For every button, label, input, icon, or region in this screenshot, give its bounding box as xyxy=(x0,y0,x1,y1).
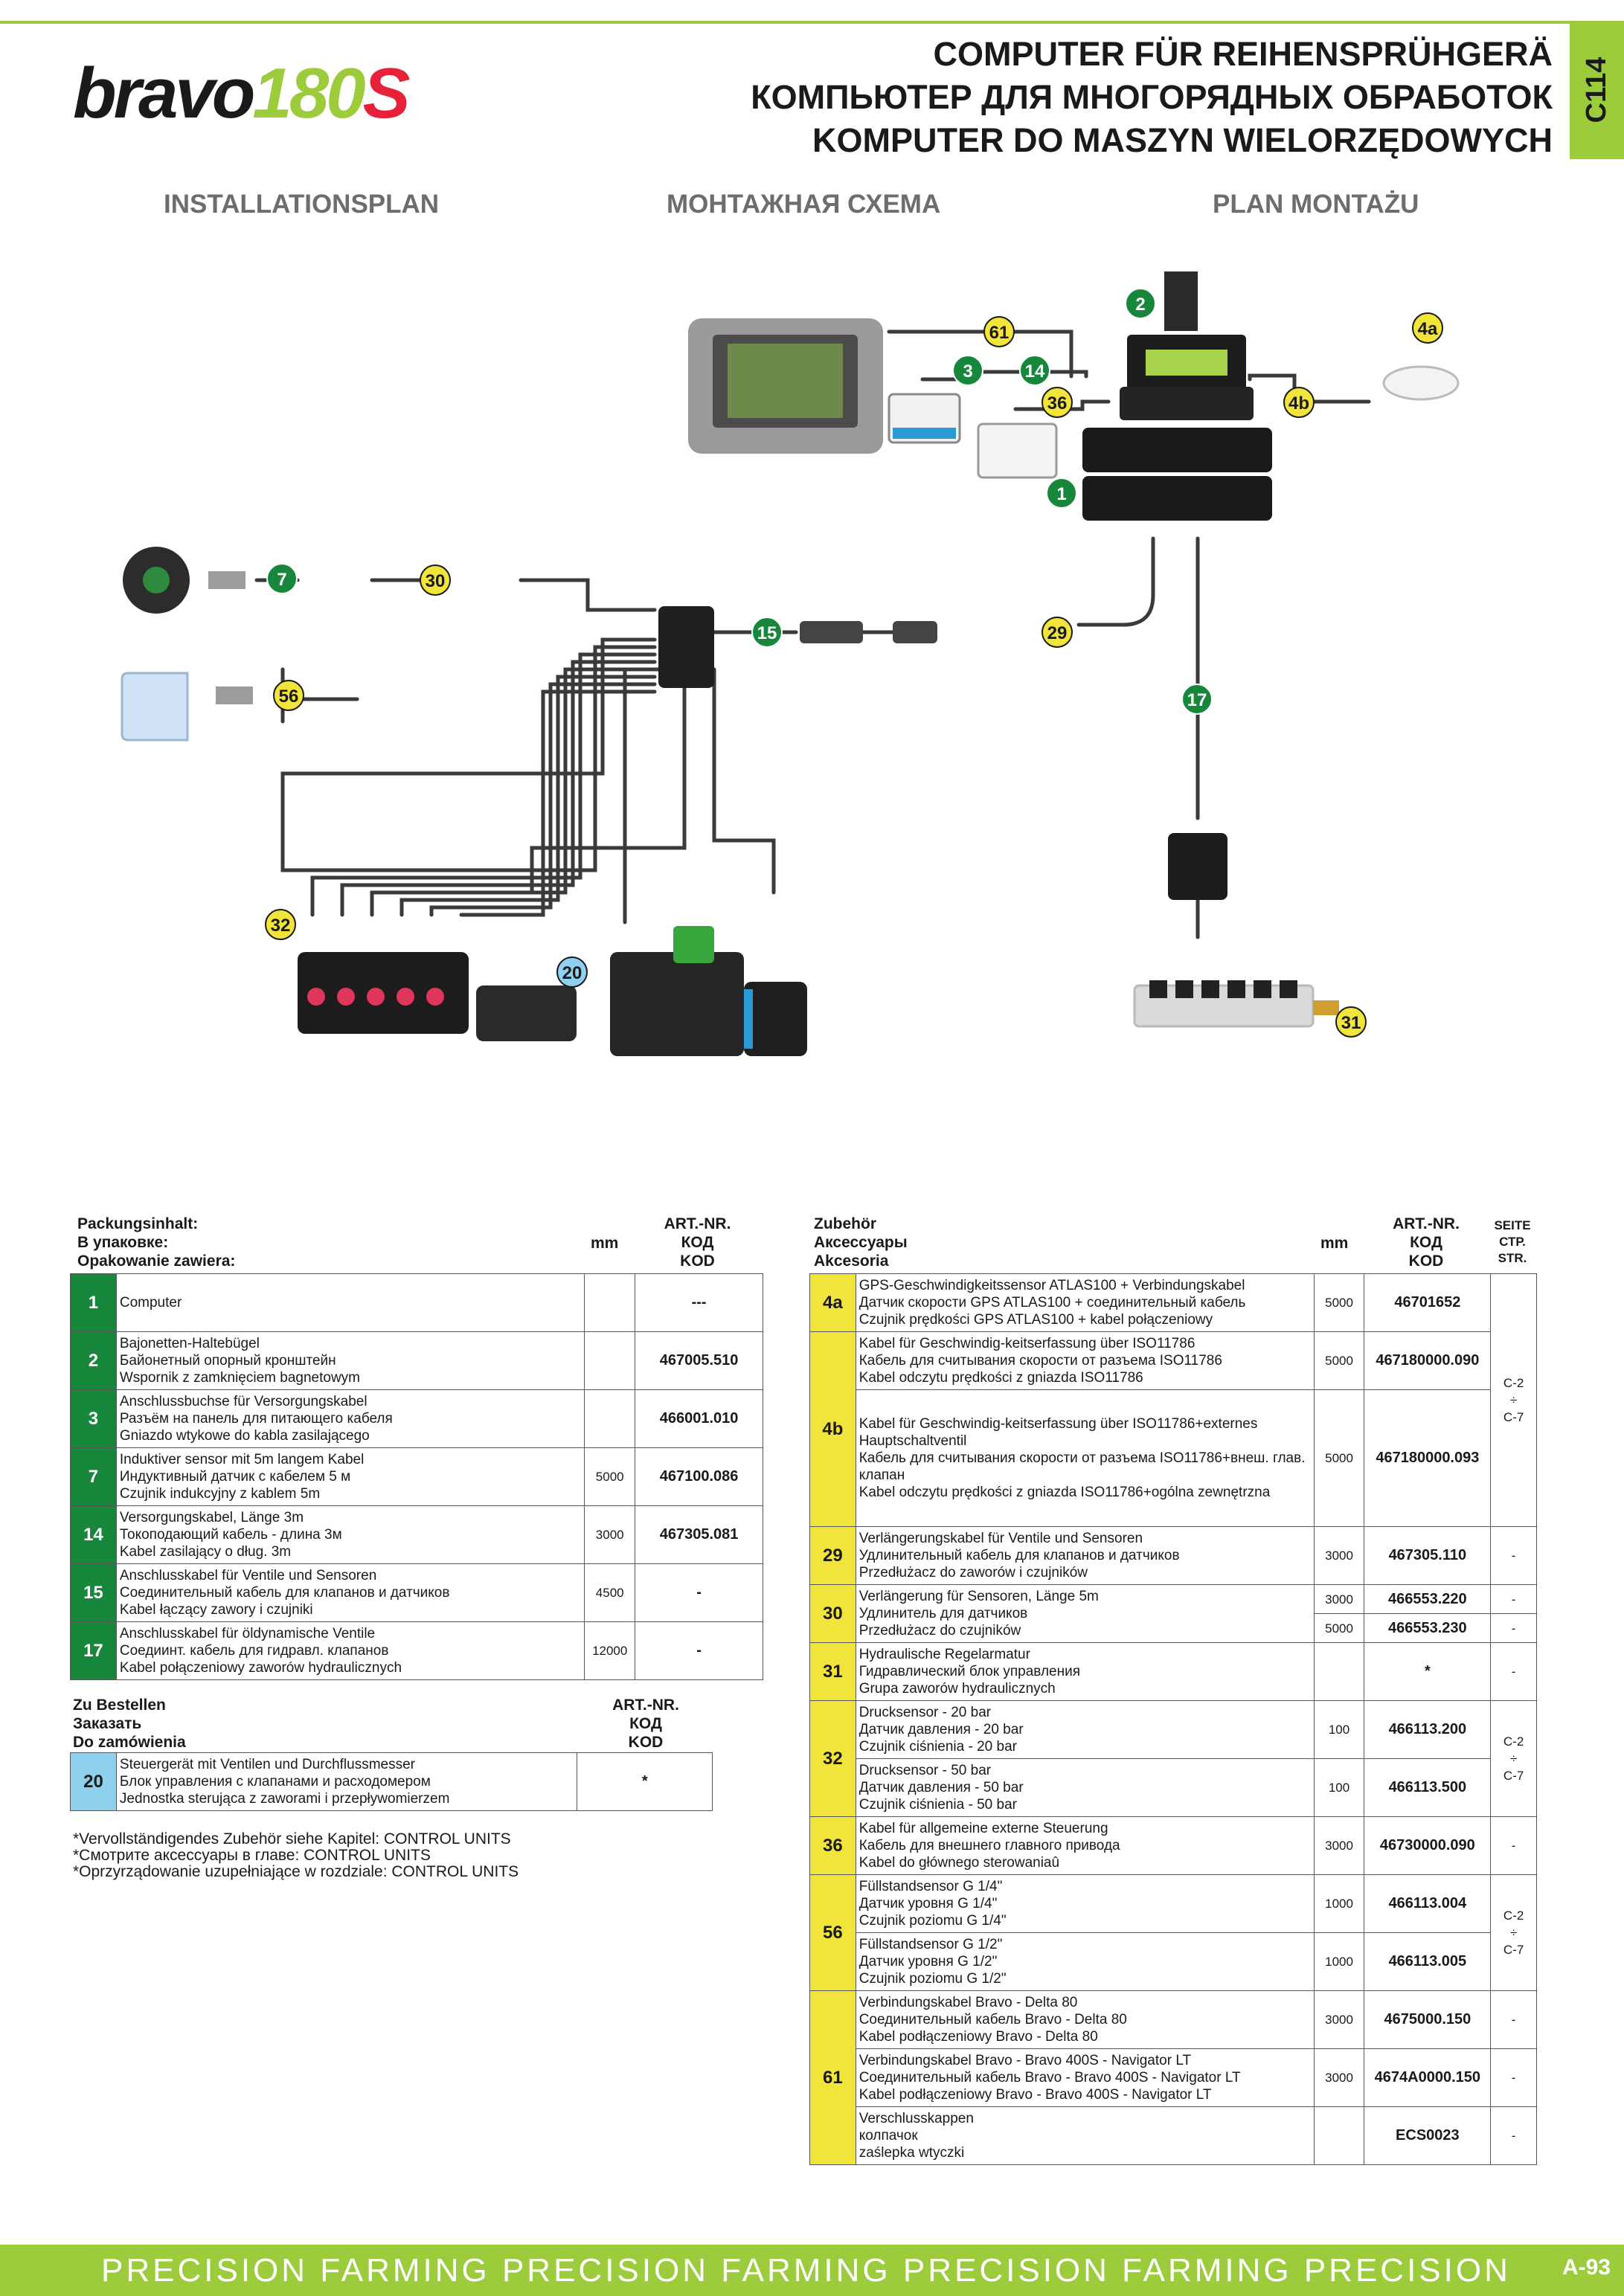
callout-17: 17 xyxy=(1181,684,1213,715)
title-ru: КОМПЬЮТЕР ДЛЯ МНОГОРЯДНЫХ ОБРАБОТОК xyxy=(751,78,1553,116)
callout-30: 30 xyxy=(420,565,451,596)
callout-36: 36 xyxy=(1042,387,1073,418)
gps-antenna xyxy=(1382,365,1460,401)
callout-2: 2 xyxy=(1125,288,1156,319)
top-rule xyxy=(0,21,1577,24)
installation-diagram: 2 61 4a 3 14 36 4b 1 7 30 15 29 56 17 32… xyxy=(0,253,1624,1086)
hydraulic-connector xyxy=(1168,833,1227,900)
table-row: 29 Verlängerungskabel für Ventile und Se… xyxy=(809,1526,1537,1585)
table-row: Füllstandsensor G 1/2"Датчик уровня G 1/… xyxy=(810,1932,1537,1991)
table-row: 56 Füllstandsensor G 1/4"Датчик уровня G… xyxy=(809,1874,1537,1991)
title-pl: KOMPUTER DO MASZYN WIELORZĘDOWYCH xyxy=(812,121,1553,159)
footer-text: PRECISION FARMING PRECISION FARMING PREC… xyxy=(101,2252,1511,2289)
table-row: Kabel für Geschwindig-keitserfassung übe… xyxy=(810,1389,1537,1527)
accessories-col-mm: mm xyxy=(1320,1235,1349,1252)
wiring-drawing xyxy=(121,271,1460,1056)
bracket xyxy=(1164,271,1198,331)
bravo-logo: bravo180S xyxy=(73,54,411,133)
callout-4a: 4a xyxy=(1412,312,1443,344)
accessories-table: 4a GPS-Geschwindigkeitssensor ATLAS100 +… xyxy=(809,1273,1537,2165)
callout-20: 20 xyxy=(556,956,588,988)
main-valve xyxy=(610,952,744,1056)
table-row: 4a GPS-Geschwindigkeitssensor ATLAS100 +… xyxy=(809,1273,1537,1527)
table-row: 36 Kabel für allgemeine externe Steuerun… xyxy=(809,1816,1537,1875)
callout-29: 29 xyxy=(1042,617,1073,648)
page-number: A-93 xyxy=(1562,2255,1611,2280)
page-title: COMPUTER FÜR REIHENSPRÜHGERÄ КОМПЬЮТЕР Д… xyxy=(751,33,1553,162)
callout-1: 1 xyxy=(1046,477,1077,509)
callout-15: 15 xyxy=(751,617,783,648)
section-heading-pl: PLAN MONTAŻU xyxy=(1213,190,1419,219)
inductive-sensor xyxy=(208,571,245,589)
package-col-mm: mm xyxy=(591,1235,619,1252)
tank xyxy=(121,672,189,742)
table-row: Verbindungskabel Bravo - Bravo 400S - Na… xyxy=(810,2048,1537,2107)
external-switch xyxy=(977,422,1058,479)
callout-7: 7 xyxy=(266,563,298,594)
switch-panel xyxy=(1082,428,1272,472)
table-row: 4b Kabel für Geschwindig-keitserfassung … xyxy=(809,1331,1537,1527)
package-title: Packungsinhalt:В упаковке:Opakowanie zaw… xyxy=(77,1215,236,1270)
section-heading-ru: МОНТАЖНАЯ СХЕМА xyxy=(667,190,941,219)
callout-14: 14 xyxy=(1019,355,1050,386)
section-heading-de: INSTALLATIONSPLAN xyxy=(164,190,440,219)
callout-4b: 4b xyxy=(1283,387,1315,418)
flowmeter xyxy=(476,985,577,1041)
footer-bar: PRECISION FARMING PRECISION FARMING PREC… xyxy=(0,2245,1624,2296)
callout-3: 3 xyxy=(952,355,983,386)
notes: *Vervollständigendes Zubehör siehe Kapit… xyxy=(73,1830,519,1880)
callout-61: 61 xyxy=(983,316,1015,347)
multi-connector xyxy=(658,606,714,688)
title-de: COMPUTER FÜR REIHENSPRÜHGERÄ xyxy=(933,35,1553,73)
chapter-tab: C114 xyxy=(1570,21,1624,159)
callout-56: 56 xyxy=(273,680,304,711)
callout-32: 32 xyxy=(265,909,296,940)
callout-31: 31 xyxy=(1335,1006,1367,1038)
